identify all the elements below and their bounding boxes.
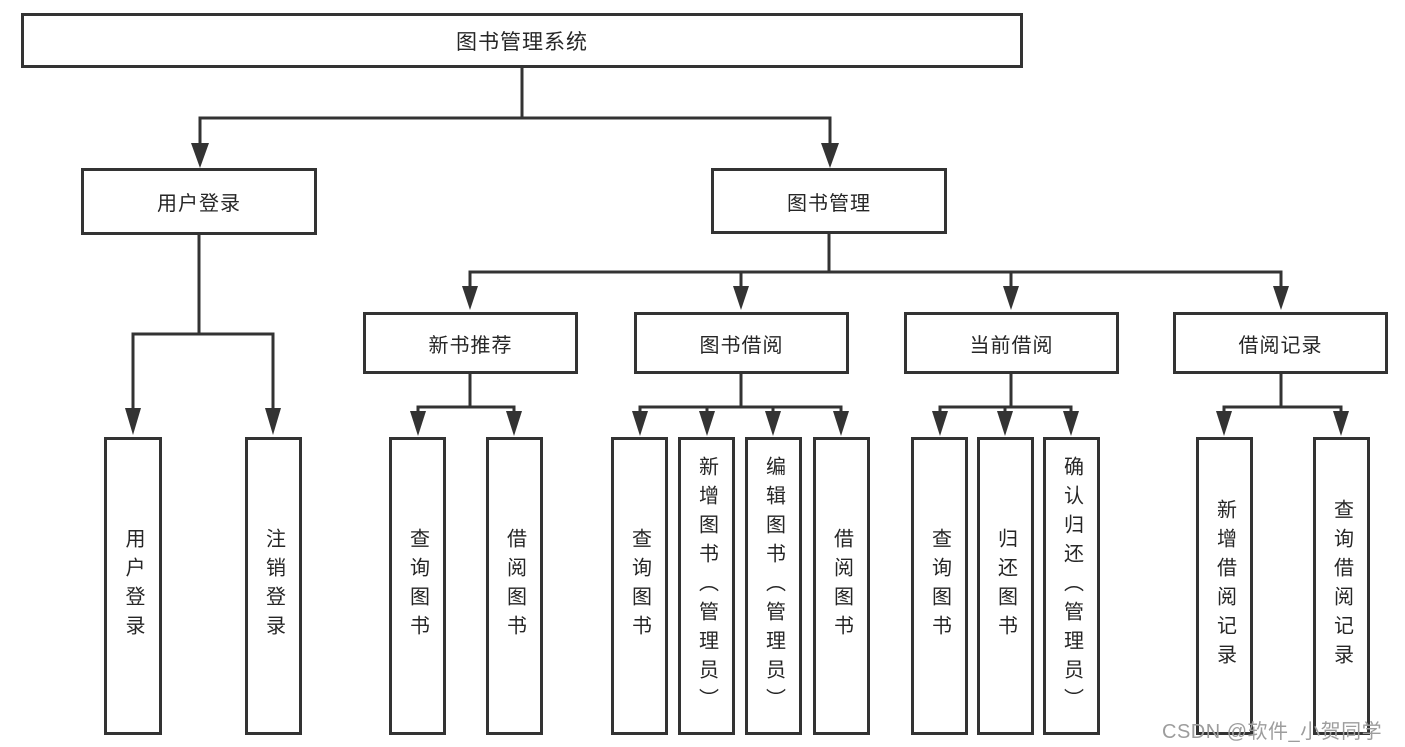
leaf-query-book-borrow: 查询图书 <box>611 437 668 735</box>
connector-user-login-split <box>131 235 275 411</box>
node-new-book-recommend: 新书推荐 <box>363 312 578 374</box>
node-book-borrow: 图书借阅 <box>634 312 849 374</box>
arrowhead-icons-borrow-record <box>1216 411 1349 436</box>
arrowhead-icons-book-borrow <box>632 411 849 436</box>
arrowhead-icons-new-book <box>410 411 522 436</box>
leaf-label: 归还图书 <box>994 528 1017 644</box>
leaf-logout: 注销登录 <box>245 437 302 735</box>
leaf-label: 查询图书 <box>406 528 429 644</box>
leaf-label: 查询借阅记录 <box>1330 499 1353 673</box>
connector-new-book-split <box>416 374 516 414</box>
leaf-edit-book-admin: 编辑图书（管理员） <box>745 437 802 735</box>
leaf-borrow-book: 借阅图书 <box>813 437 870 735</box>
node-current-borrow: 当前借阅 <box>904 312 1119 374</box>
connector-book-management-split <box>468 234 1283 288</box>
connector-borrow-record-split <box>1222 374 1343 414</box>
leaf-label: 新增借阅记录 <box>1213 499 1236 673</box>
leaf-label: 借阅图书 <box>830 528 853 644</box>
node-root: 图书管理系统 <box>21 13 1023 68</box>
connector-root-split <box>198 68 832 146</box>
node-borrow-record: 借阅记录 <box>1173 312 1388 374</box>
arrowhead-icons-level2 <box>191 143 839 168</box>
leaf-add-borrow-record: 新增借阅记录 <box>1196 437 1253 735</box>
watermark: CSDN @软件_小贺同学 <box>1162 721 1383 743</box>
connector-current-borrow-split <box>938 374 1073 414</box>
leaf-query-book-recommend: 查询图书 <box>389 437 446 735</box>
leaf-label: 编辑图书（管理员） <box>762 455 785 717</box>
leaf-add-book-admin: 新增图书（管理员） <box>678 437 735 735</box>
connector-book-borrow-split <box>638 374 843 414</box>
arrowhead-icons-user-login <box>125 408 281 435</box>
leaf-borrow-book-recommend: 借阅图书 <box>486 437 543 735</box>
leaf-return-book: 归还图书 <box>977 437 1034 735</box>
leaf-label: 用户登录 <box>122 528 144 644</box>
arrowhead-icons-current-borrow <box>932 411 1079 436</box>
leaf-query-book-current: 查询图书 <box>911 437 968 735</box>
arrowhead-icons-level3 <box>462 286 1289 310</box>
leaf-query-borrow-record: 查询借阅记录 <box>1313 437 1370 735</box>
leaf-label: 注销登录 <box>262 528 285 644</box>
leaf-label: 查询图书 <box>928 528 951 644</box>
leaf-confirm-return-admin: 确认归还（管理员） <box>1043 437 1100 735</box>
leaf-label: 借阅图书 <box>503 528 526 644</box>
leaf-label: 新增图书（管理员） <box>695 455 718 717</box>
node-user-login: 用户登录 <box>81 168 317 235</box>
node-book-management: 图书管理 <box>711 168 947 234</box>
leaf-label: 确认归还（管理员） <box>1060 455 1083 717</box>
leaf-label: 查询图书 <box>628 528 651 644</box>
leaf-user-login: 用户登录 <box>104 437 162 735</box>
